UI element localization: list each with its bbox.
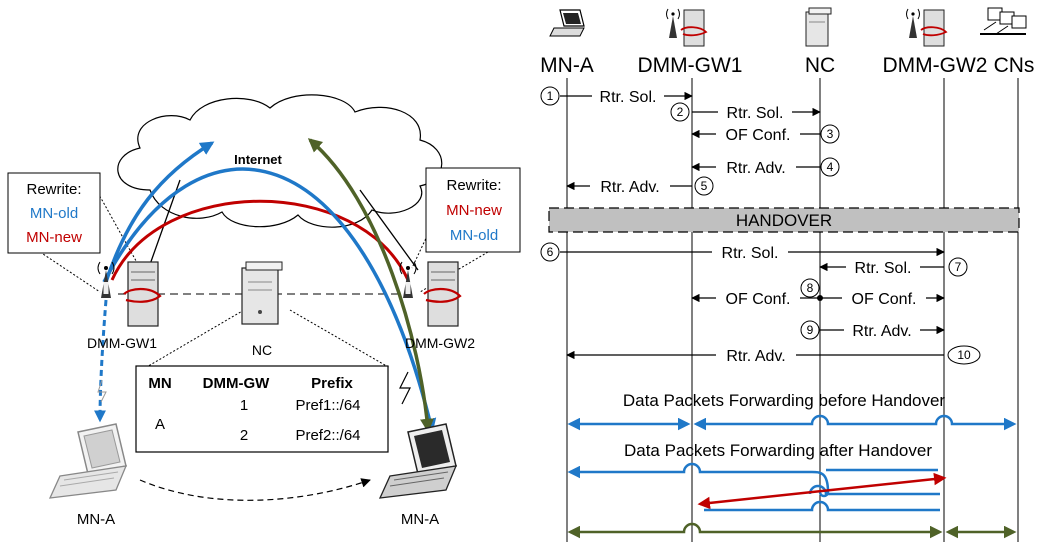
entity-dmm-gw2: DMM-GW2 [883, 54, 988, 77]
right-rewrite-title: Rewrite: [446, 177, 501, 194]
right-rewrite-box: Rewrite: MN-new MN-old [425, 167, 521, 253]
movement-arrow [139, 478, 371, 501]
dmm-gw1-label: DMM-GW1 [87, 335, 157, 351]
table-header-gw: DMM-GW [203, 375, 270, 392]
step-10: 10 [957, 348, 971, 362]
cns-icon [980, 7, 1027, 35]
msg-4-label: Rtr. Adv. [726, 160, 785, 177]
step-6: 6 [547, 245, 554, 259]
left-rewrite-title: Rewrite: [26, 181, 81, 198]
entity-cns: CNs [994, 54, 1035, 77]
data-after-label: Data Packets Forwarding after Handover [624, 441, 932, 460]
step-8: 8 [807, 281, 814, 295]
entity-nc: NC [805, 54, 835, 77]
dmm-gw1-icon [97, 261, 162, 327]
step-5: 5 [701, 179, 708, 193]
nc-top-icon [805, 7, 832, 47]
step-2: 2 [677, 105, 684, 119]
right-rewrite-to: MN-old [450, 227, 498, 244]
table-row-2-gw: 2 [240, 427, 248, 444]
small-signal-icon [97, 379, 107, 403]
msg-5-label: Rtr. Adv. [600, 179, 659, 196]
msg-7-label: Rtr. Sol. [855, 260, 912, 277]
msg-10-label: Rtr. Adv. [726, 348, 785, 365]
nc-label: NC [252, 342, 272, 358]
before-handover-flows [567, 414, 1017, 431]
after-handover-flows [567, 462, 1017, 539]
step-4: 4 [827, 160, 834, 174]
msg-9-label: Rtr. Adv. [852, 323, 911, 340]
wireless-bolt-icon [399, 371, 411, 405]
table-row-2-prefix: Pref2::/64 [295, 427, 360, 444]
table-header-prefix: Prefix [311, 375, 353, 392]
msg-6-label: Rtr. Sol. [722, 245, 779, 262]
data-before-label: Data Packets Forwarding before Handover [623, 391, 946, 410]
blue-old-flow-arc [104, 141, 215, 283]
topology-diagram: Internet [7, 94, 521, 528]
nc-server-icon [241, 261, 283, 325]
msg-8a-label: OF Conf. [726, 291, 791, 308]
gw2-top-icon [906, 8, 948, 47]
right-rewrite-from: MN-new [446, 202, 502, 219]
table-row-1-gw: 1 [240, 397, 248, 414]
step-7: 7 [955, 260, 962, 274]
step-9: 9 [807, 323, 814, 337]
message-labels: Rtr. Sol. Rtr. Sol. OF Conf. Rtr. Adv. R… [590, 87, 926, 365]
laptop-old-icon [48, 423, 128, 499]
laptop-icon [549, 9, 585, 37]
blue-dashed-detach [94, 299, 108, 423]
entity-mn-a: MN-A [540, 54, 594, 77]
cloud-label: Internet [234, 152, 282, 167]
entity-dmm-gw1: DMM-GW1 [638, 54, 743, 77]
step-markers [540, 86, 981, 365]
table-mn-value: A [155, 416, 165, 433]
left-rewrite-from: MN-old [30, 205, 78, 222]
msg-8b-label: OF Conf. [852, 291, 917, 308]
msg-2-label: Rtr. Sol. [727, 105, 784, 122]
gw1-top-icon [666, 8, 708, 47]
green-new-flow-arc [307, 138, 434, 433]
dmm-gw2-icon [399, 261, 462, 327]
dmm-gw2-label: DMM-GW2 [405, 335, 475, 351]
mn-a-new-label: MN-A [401, 511, 439, 528]
handover-label: HANDOVER [736, 211, 832, 230]
left-rewrite-to: MN-new [26, 229, 82, 246]
mn-a-old-label: MN-A [77, 511, 115, 528]
step-1: 1 [547, 89, 554, 103]
sequence-diagram: MN-A DMM-GW1 NC DMM-GW2 CNs [540, 7, 1035, 542]
msg-3-label: OF Conf. [726, 127, 791, 144]
handover-bar: HANDOVER [548, 207, 1020, 233]
step-3: 3 [827, 127, 834, 141]
of-conf-junction [817, 295, 823, 301]
left-rewrite-box: Rewrite: MN-old MN-new [7, 172, 101, 254]
laptop-new-icon [378, 423, 458, 499]
nc-mapping-table: MN DMM-GW Prefix A 1 Pref1::/64 2 Pref2:… [135, 365, 389, 453]
table-header-mn: MN [148, 375, 171, 392]
msg-1-label: Rtr. Sol. [600, 89, 657, 106]
table-row-1-prefix: Pref1::/64 [295, 397, 360, 414]
